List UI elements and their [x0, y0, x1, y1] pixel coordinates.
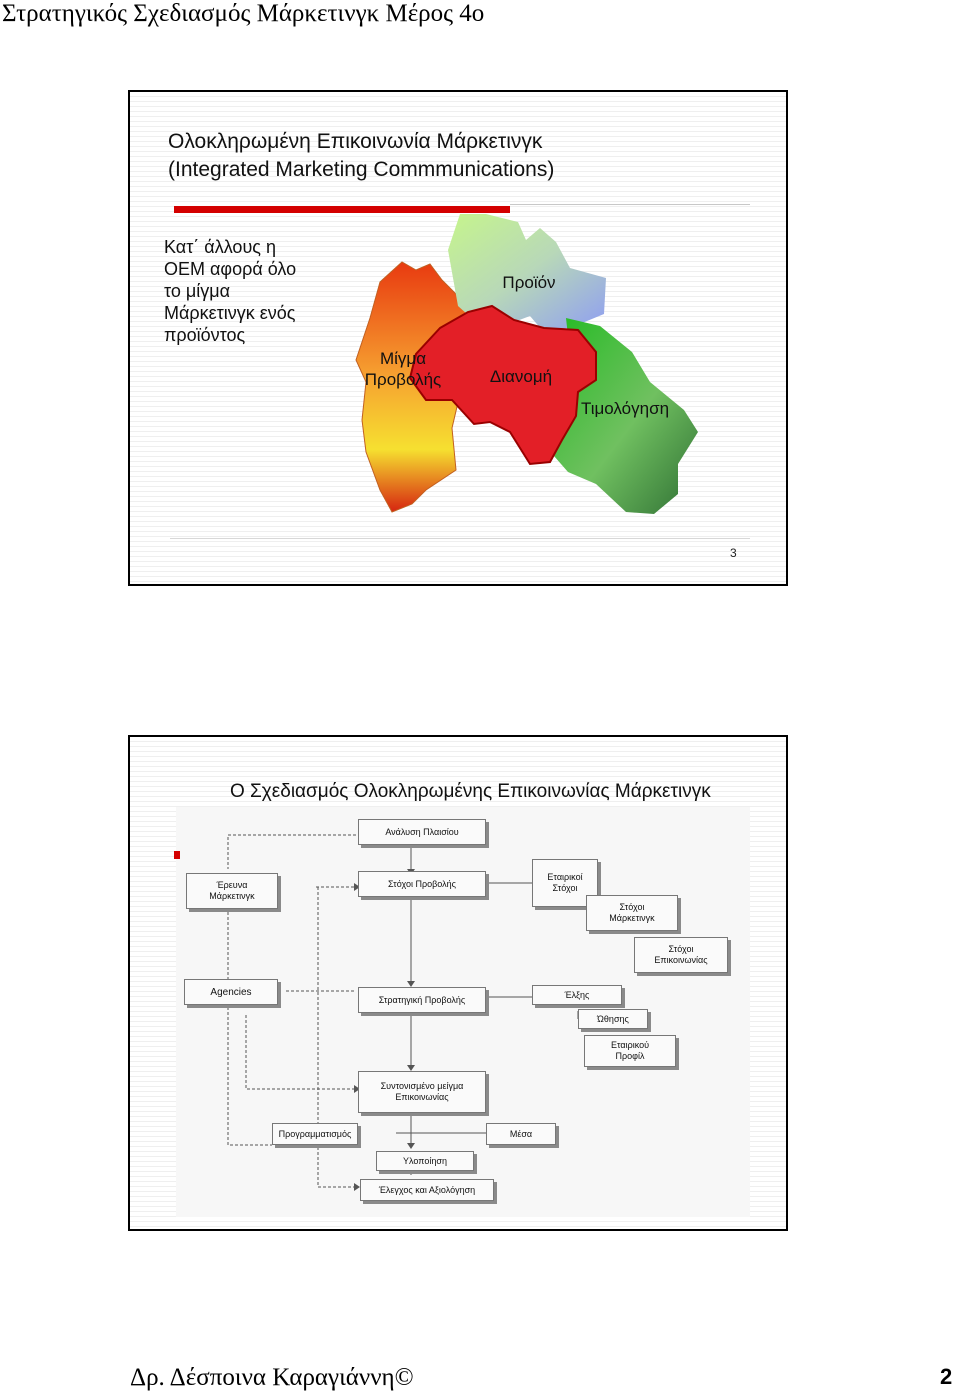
- box-coordinated-mix-line-1: Συντονισμένο μείγμα: [380, 1081, 464, 1091]
- box-push: Ώθησης: [578, 1009, 648, 1029]
- footer-page-number: 2: [940, 1364, 953, 1389]
- imc-planning-diagram: Ανάλυση Πλαισίου Έρευνα Μάρκετινγκ Στόχο…: [176, 807, 750, 1217]
- box-scheduling: Προγραμματισμός: [272, 1123, 358, 1145]
- bullet-text: Κατ΄ άλλους η ΟΕΜ αφορά όλο το μίγμα Μάρ…: [164, 236, 296, 346]
- box-corporate-profile: Εταιρικού Προφίλ: [584, 1035, 676, 1067]
- box-corporate-profile-line-1: Εταιρικού: [610, 1040, 650, 1050]
- marketing-mix-puzzle: [355, 214, 698, 514]
- label-pricing: Τιμολόγηση: [580, 399, 670, 418]
- slide-title: Ο Σχεδιασμός Ολοκληρωμένης Επικοινωνίας …: [230, 781, 711, 802]
- bullet-line: το μίγμα: [164, 281, 231, 301]
- box-market-research: Έρευνα Μάρκετινγκ: [186, 873, 278, 909]
- label-promotion-mix: Μίγμα Προβολής: [348, 348, 458, 390]
- title-accent-bar: [174, 206, 510, 213]
- label-promotion-line-2: Προβολής: [364, 370, 442, 389]
- box-promotion-strategy: Στρατηγική Προβολής: [358, 987, 486, 1013]
- box-market-research-line-2: Μάρκετινγκ: [209, 891, 255, 901]
- slide-page-number: 3: [730, 546, 737, 560]
- bullet-line: Κατ΄ άλλους η: [164, 237, 276, 257]
- box-marketing-objectives-line-1: Στόχοι: [619, 902, 645, 912]
- box-communication-objectives-line-1: Στόχοι: [668, 944, 694, 954]
- box-context-analysis: Ανάλυση Πλαισίου: [358, 819, 486, 845]
- box-corporate-objectives: Εταιρικοί Στόχοι: [532, 859, 598, 907]
- box-communication-objectives: Στόχοι Επικοινωνίας: [634, 937, 728, 973]
- bullet-line: προϊόντος: [164, 325, 246, 345]
- box-coordinated-mix-line-2: Επικοινωνίας: [395, 1092, 449, 1102]
- label-distribution: Διανομή: [489, 367, 553, 386]
- box-implementation: Υλοποίηση: [376, 1151, 474, 1171]
- distribution-piece: [408, 304, 597, 466]
- box-control-evaluation: Έλεγχος και Αξιολόγηση: [360, 1179, 494, 1201]
- box-marketing-objectives: Στόχοι Μάρκετινγκ: [586, 895, 678, 931]
- slide-3: Ολοκληρωμένη Επικοινωνία Μάρκετινγκ (Int…: [128, 90, 788, 586]
- page-header-title: Στρατηγικός Σχεδιασμός Μάρκετινγκ Μέρος …: [2, 0, 485, 27]
- title-divider: [510, 204, 750, 205]
- product-piece: [448, 214, 606, 330]
- box-corporate-objectives-line-2: Στόχοι: [552, 883, 578, 893]
- box-market-research-line-1: Έρευνα: [216, 880, 248, 890]
- box-pull: Έλξης: [532, 985, 622, 1005]
- slide-4: Ο Σχεδιασμός Ολοκληρωμένης Επικοινωνίας …: [128, 735, 788, 1231]
- box-communication-objectives-line-2: Επικοινωνίας: [654, 955, 708, 965]
- box-coordinated-mix: Συντονισμένο μείγμα Επικοινωνίας: [358, 1071, 486, 1113]
- bullet-line: Μάρκετινγκ ενός: [164, 303, 296, 323]
- slide-title-line-1: Ολοκληρωμένη Επικοινωνία Μάρκετινγκ: [168, 130, 543, 153]
- slide-title: Ολοκληρωμένη Επικοινωνία Μάρκετινγκ (Int…: [168, 128, 554, 184]
- bullet-line: ΟΕΜ αφορά όλο: [164, 259, 297, 279]
- slide-title-line-2: (Integrated Marketing Commmunications): [168, 158, 555, 181]
- label-promotion-line-1: Μίγμα: [379, 349, 427, 368]
- box-corporate-objectives-line-1: Εταιρικοί: [547, 872, 583, 882]
- box-media: Μέσα: [486, 1123, 556, 1145]
- box-promotion-objectives: Στόχοι Προβολής: [358, 871, 486, 897]
- box-marketing-objectives-line-2: Μάρκετινγκ: [609, 913, 655, 923]
- box-agencies: Agencies: [184, 979, 278, 1005]
- footer-author: Δρ. Δέσποινα Καραγιάννη©: [130, 1364, 414, 1391]
- box-corporate-profile-line-2: Προφίλ: [615, 1051, 645, 1061]
- diagram-connectors: [227, 834, 647, 1191]
- footer-divider: [170, 538, 750, 539]
- title-accent-mark: [174, 851, 180, 859]
- label-product: Προϊόν: [502, 273, 556, 292]
